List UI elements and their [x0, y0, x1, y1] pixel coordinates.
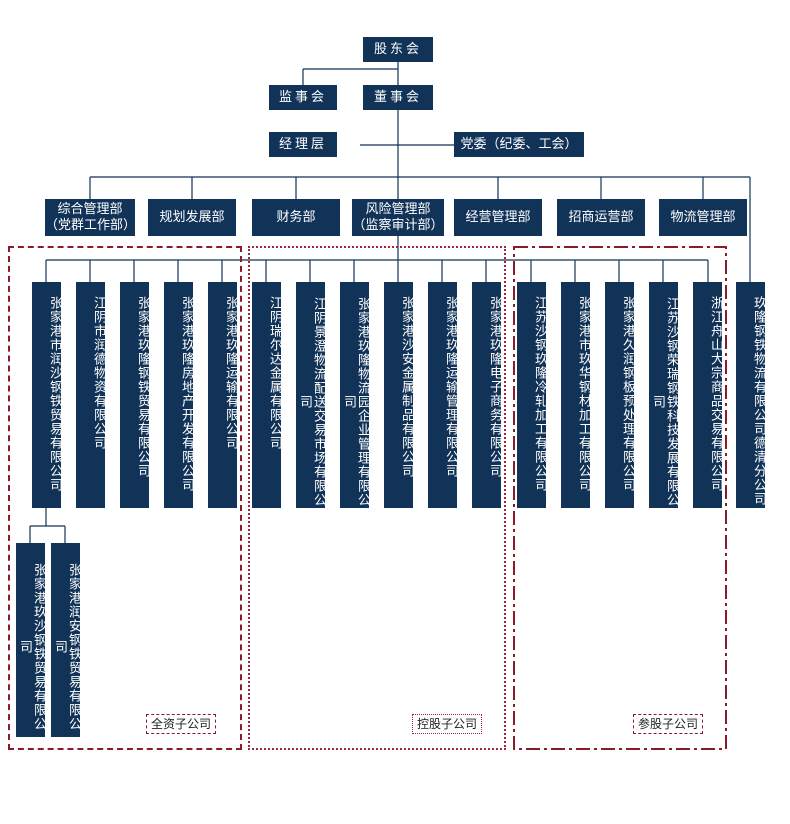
dept-finance: 财务部 — [252, 199, 340, 236]
company-box: 张家港久润钢板预处理有限公司 — [605, 282, 635, 508]
company-box: 张家港玖隆房地产开发有限公司 — [164, 282, 194, 508]
sub-company-box: 张家港润安钢铁贸易有限公司 — [51, 543, 81, 737]
participating-group-frame — [513, 246, 727, 750]
dept-investment-promotion: 招商运营部 — [557, 199, 645, 236]
wholly-owned-group-frame — [8, 246, 242, 750]
controlled-label: 控股子公司 — [412, 714, 483, 734]
company-box: 玖隆钢铁物流有限公司德清分公司 — [736, 282, 766, 508]
dept-line2: （党群工作部） — [45, 217, 137, 233]
party-committee-box: 党委（纪委、工会） — [454, 132, 584, 157]
dept-line2: （监察审计部） — [352, 217, 444, 233]
dept-line1: 综合管理部 — [57, 201, 123, 217]
company-box: 张家港玖隆钢铁贸易有限公司 — [120, 282, 150, 508]
controlled-group-frame — [248, 246, 506, 750]
management-box: 经理层 — [269, 132, 337, 157]
shareholders-box: 股东会 — [363, 37, 433, 62]
dept-line1: 风险管理部 — [365, 201, 431, 217]
dashdot-border — [513, 246, 727, 750]
dept-general-management: 综合管理部 （党群工作部） — [45, 199, 137, 236]
supervisors-box: 监事会 — [269, 85, 337, 110]
dept-logistics: 物流管理部 — [659, 199, 747, 236]
wholly-owned-label: 全资子公司 — [146, 714, 217, 734]
company-box: 张家港玖隆运输管理有限公司 — [428, 282, 458, 508]
dept-operations: 经营管理部 — [454, 199, 542, 236]
dept-planning: 规划发展部 — [148, 199, 236, 236]
company-box: 张家港玖隆物流园企业管理有限公司 — [340, 282, 370, 508]
company-box: 江阴瑞尔达金属有限公司 — [252, 282, 282, 508]
dept-risk-management: 风险管理部 （监察审计部） — [352, 199, 444, 236]
company-box: 张家港玖隆电子商务有限公司 — [472, 282, 502, 508]
company-box: 江苏沙钢玖隆冷轧加工有限公司 — [517, 282, 547, 508]
company-box: 江苏沙钢荣瑞钢铁科技发展有限公司 — [649, 282, 679, 508]
company-box: 张家港沙安金属制品有限公司 — [384, 282, 414, 508]
company-box: 张家港玖隆运输有限公司 — [208, 282, 238, 508]
company-box: 江阴市润德物资有限公司 — [76, 282, 106, 508]
board-box: 董事会 — [363, 85, 433, 110]
company-box: 浙江舟山大宗商品交易有限公司 — [693, 282, 723, 508]
company-box: 张家港市润沙钢铁贸易有限公司 — [32, 282, 62, 508]
company-box: 张家港市玖华钢材加工有限公司 — [561, 282, 591, 508]
participating-label: 参股子公司 — [633, 714, 704, 734]
company-box: 江阴景澄物流配送交易市场有限公司 — [296, 282, 326, 508]
sub-company-box: 张家港玖沙钢铁贸易有限公司 — [16, 543, 46, 737]
